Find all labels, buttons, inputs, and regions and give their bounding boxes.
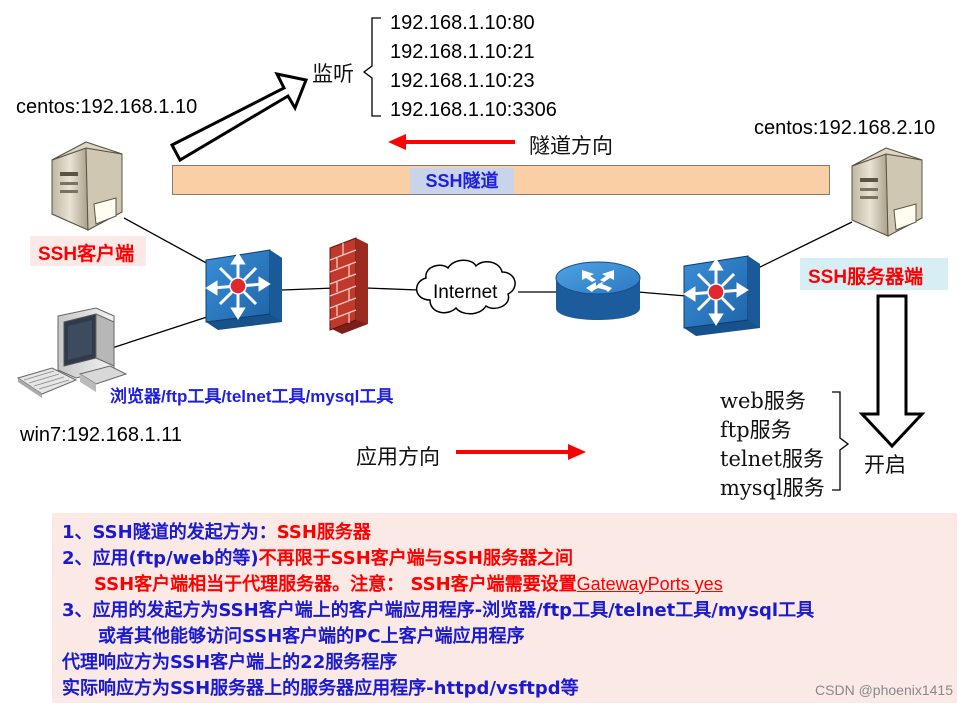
service-item: web服务 [720,389,806,413]
notes-box [52,513,957,703]
service-item: telnet服务 [720,447,824,471]
server-role-label: SSH服务器端 [808,267,924,288]
note-line-2-prefix: 2、应用(ftp/web的等) [62,548,259,569]
service-item: mysql服务 [720,476,825,500]
pc-host-label: win7:192.168.1.11 [20,424,182,446]
note-line-1-prefix: 1、SSH隧道的发起方为： [62,522,277,543]
internet-label: Internet [433,282,498,303]
listen-port-item: 192.168.1.10:3306 [390,99,557,121]
note-line-1: 1、SSH隧道的发起方为：SSH服务器 [62,518,371,544]
note-line-4: 3、应用的发起方为SSH客户端上的客户端应用程序-浏览器/ftp工具/telne… [62,600,815,621]
application-direction-arrow [456,444,586,460]
services-brace [832,391,850,491]
desktop-pc-icon [16,307,128,398]
note-line-2-highlight: 不再限于SSH客户端与SSH服务器之间 [258,548,573,569]
listen-port-item: 192.168.1.10:21 [390,41,535,63]
note-line-6: 代理响应方为SSH客户端上的22服务程序 [62,652,398,673]
switch-icon [683,255,760,336]
ports-brace [362,17,381,117]
link-client-switch [123,217,211,266]
note-line-3: SSH客户端相当于代理服务器。注意： SSH客户端需要设置GatewayPort… [94,570,723,596]
note-line-1-highlight: SSH服务器 [276,522,371,543]
ssh-tunnel-label: SSH隧道 [410,168,514,194]
tunnel-direction-label: 隧道方向 [529,134,613,158]
note-line-3-text: SSH客户端相当于代理服务器。注意： SSH客户端需要设置 [94,574,577,595]
watermark: CSDN @phoenix1415 [815,682,953,698]
open-label: 开启 [864,453,906,477]
link-switch-firewall [281,287,336,291]
listen-port-item: 192.168.1.10:80 [390,12,535,34]
tunnel-direction-arrow [388,134,515,150]
link-firewall-internet [365,287,419,291]
listen-label: 监听 [312,62,354,86]
connection-lines [111,217,853,349]
server-label-box [800,258,948,290]
switch-icon [205,249,282,330]
note-line-7: 实际响应方为SSH服务器上的服务器应用程序-httpd/vsftpd等 [62,678,579,699]
firewall-icon [329,237,368,334]
router-icon [555,261,641,320]
application-direction-label: 应用方向 [356,445,440,469]
hollow-arrow-listen [169,71,309,163]
client-host-label: centos:192.168.1.10 [16,96,198,118]
cloud-icon [416,259,516,315]
link-switch-server [757,221,853,269]
server-icon [51,141,123,231]
client-role-label: SSH客户端 [38,244,135,265]
client-label-box [30,236,146,266]
service-item: ftp服务 [720,418,792,442]
hollow-arrow-open [858,294,926,449]
link-router-switch [637,291,687,297]
note-line-2: 2、应用(ftp/web的等)不再限于SSH客户端与SSH服务器之间 [62,544,573,570]
server-icon [851,147,923,237]
note-line-5: 或者其他能够访问SSH客户端的PC上客户端应用程序 [98,626,525,647]
server-host-label: centos:192.168.2.10 [754,117,936,139]
gateway-ports-setting: GatewayPorts yes [576,574,723,594]
listen-port-item: 192.168.1.10:23 [390,70,535,92]
pc-tools-label: 浏览器/ftp工具/telnet工具/mysql工具 [110,387,394,406]
link-pc-switch [111,315,211,349]
